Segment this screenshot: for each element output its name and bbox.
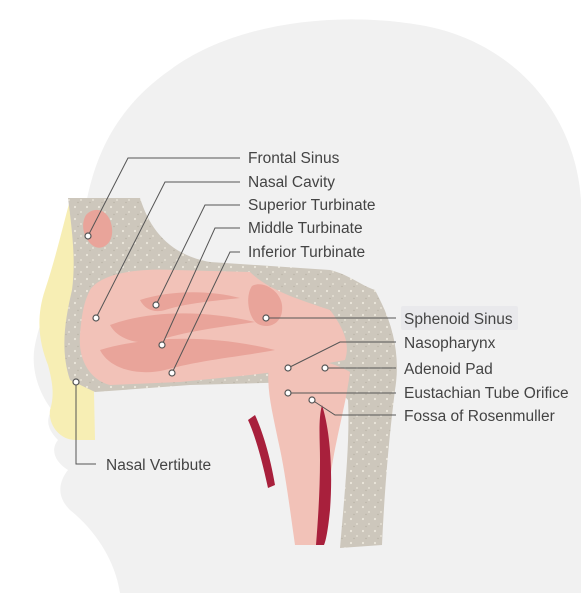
dot-superior-turbinate — [153, 302, 159, 308]
label-frontal-sinus: Frontal Sinus — [248, 150, 340, 167]
label-sphenoid-sinus: Sphenoid Sinus — [404, 311, 513, 328]
dot-fossa-of-rosenmuller — [309, 397, 315, 403]
dot-nasal-vertibute — [73, 379, 79, 385]
dot-inferior-turbinate — [169, 370, 175, 376]
label-fossa-of-rosenmuller: Fossa of Rosenmuller — [404, 408, 555, 425]
label-superior-turbinate: Superior Turbinate — [248, 197, 376, 214]
label-nasal-cavity: Nasal Cavity — [248, 174, 335, 191]
label-nasopharynx: Nasopharynx — [404, 335, 496, 352]
dot-sphenoid-sinus — [263, 315, 269, 321]
label-adenoid-pad: Adenoid Pad — [404, 361, 493, 378]
dot-nasal-cavity — [93, 315, 99, 321]
dot-eustachian-tube-orifice — [285, 390, 291, 396]
dot-nasopharynx — [285, 365, 291, 371]
dot-adenoid-pad — [322, 365, 328, 371]
dot-frontal-sinus — [85, 233, 91, 239]
label-eustachian-tube-orifice: Eustachian Tube Orifice — [404, 385, 569, 402]
label-middle-turbinate: Middle Turbinate — [248, 220, 363, 237]
label-nasal-vertibute: Nasal Vertibute — [106, 457, 211, 474]
dot-middle-turbinate — [159, 342, 165, 348]
label-inferior-turbinate: Inferior Turbinate — [248, 244, 365, 261]
